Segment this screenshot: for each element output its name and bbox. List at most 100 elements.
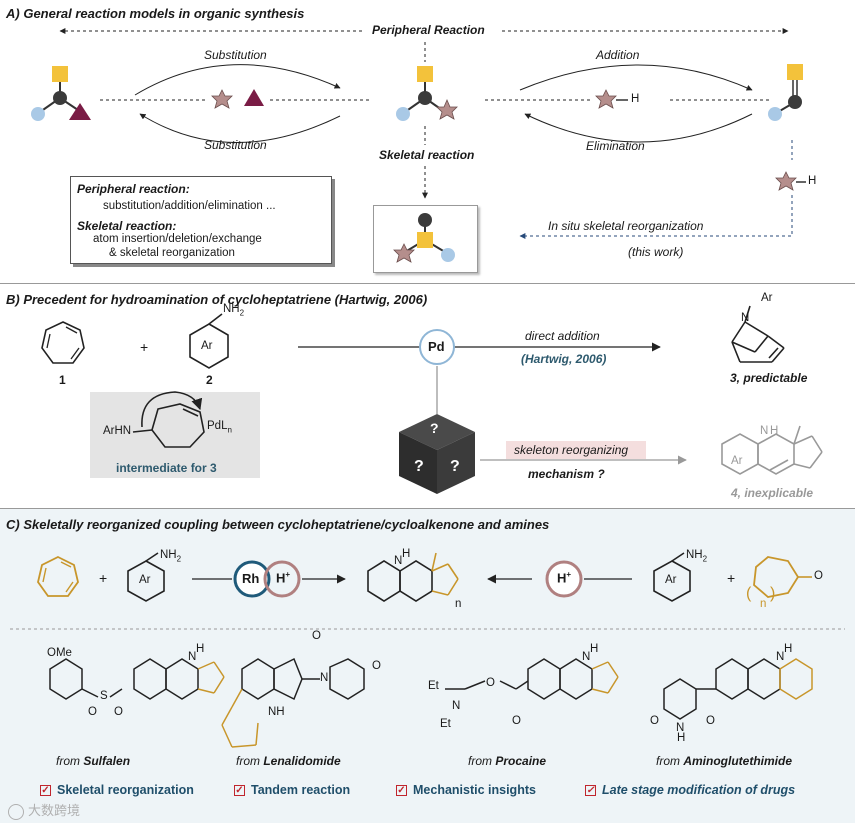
product-4-n: N bbox=[760, 425, 769, 437]
procaine-et1: Et bbox=[428, 680, 439, 692]
plus-sign: + bbox=[727, 570, 736, 586]
benefit-tandem-reaction: ✓Tandem reaction bbox=[234, 783, 351, 797]
aminoglutethimide-structure bbox=[663, 658, 813, 720]
aniline-nh2: NH2 bbox=[223, 303, 245, 318]
amino-n2: N bbox=[776, 651, 785, 663]
procaine-o1: O bbox=[486, 677, 495, 689]
section-a-scheme bbox=[31, 28, 806, 263]
product-3-ar: Ar bbox=[761, 292, 773, 304]
h-plus-catalyst-circle-right bbox=[545, 560, 583, 598]
aniline-nh2-c-right: NH2 bbox=[686, 549, 708, 564]
procaine-o2: O bbox=[512, 715, 521, 727]
box-skeletal-line2: & skeletal reorganization bbox=[109, 247, 235, 259]
cycloalkenone-n: n bbox=[760, 598, 767, 610]
direct-addition-label: direct addition bbox=[525, 329, 600, 343]
drug-label-procaine: from Procaine bbox=[468, 754, 547, 768]
drug-label-lenalidomide: from Lenalidomide bbox=[236, 754, 341, 768]
product-c-h: H bbox=[402, 548, 411, 560]
plus-sign: + bbox=[140, 339, 149, 355]
triangle-icon bbox=[244, 89, 264, 106]
procaine-n: N bbox=[452, 700, 461, 712]
procaine-structure bbox=[445, 658, 619, 700]
box-skeletal-line1: atom insertion/deletion/exchange bbox=[93, 233, 262, 245]
aniline-ar-c-right: Ar bbox=[665, 574, 677, 586]
substitution-arc-top bbox=[134, 64, 341, 96]
addition-arc bbox=[519, 64, 753, 91]
check-icon: ✓ bbox=[234, 785, 245, 797]
plus-sign: + bbox=[99, 570, 108, 586]
benefit-late-stage: ✓Late stage modification of drugs bbox=[585, 783, 796, 797]
h-plus-catalyst-circle bbox=[263, 560, 301, 598]
molecule-left bbox=[31, 66, 91, 121]
in-situ-arrow bbox=[519, 195, 793, 239]
cube-question-mark: ? bbox=[414, 458, 424, 475]
section-b-scheme bbox=[41, 305, 823, 494]
cube-question-mark: ? bbox=[430, 420, 439, 436]
benefit-skeletal-reorganization: ✓Skeletal reorganization bbox=[40, 783, 194, 797]
box-peripheral-text: substitution/addition/elimination ... bbox=[103, 200, 276, 212]
section-a-title: A) General reaction models in organic sy… bbox=[6, 6, 305, 21]
substitution-arc-bottom bbox=[139, 113, 341, 143]
amino-o1: O bbox=[650, 715, 659, 727]
cycloheptatriene-gold bbox=[37, 555, 79, 597]
drug-label-sulfalen: from Sulfalen bbox=[56, 754, 131, 768]
cycloheptatriene-1 bbox=[41, 321, 85, 364]
rh-label: Rh bbox=[242, 571, 260, 586]
cycloalkenone bbox=[753, 556, 800, 598]
paren-open: ( bbox=[746, 585, 752, 602]
product-3-n: N bbox=[741, 312, 750, 324]
sulfalen-o2: O bbox=[114, 706, 123, 718]
reaction-types-box: Peripheral reaction: substitution/additi… bbox=[70, 176, 332, 264]
procaine-h: H bbox=[590, 643, 599, 655]
sulfalen-ome: OMe bbox=[47, 647, 72, 659]
intermediate-arhn: ArHN bbox=[103, 425, 132, 437]
this-work-label: (this work) bbox=[628, 245, 684, 259]
molecule-right bbox=[768, 64, 803, 121]
pd-catalyst-circle bbox=[419, 329, 455, 365]
section-b-title: B) Precedent for hydroamination of cyclo… bbox=[6, 292, 428, 307]
rh-catalyst-circle bbox=[233, 560, 271, 598]
product-3-label: 3, predictable bbox=[730, 371, 808, 385]
section-c-title: C) Skeletally reorganized coupling betwe… bbox=[6, 517, 550, 532]
amino-o2: O bbox=[706, 715, 715, 727]
intermediate-label: intermediate for 3 bbox=[116, 461, 217, 475]
sulfalen-s: S bbox=[100, 690, 108, 702]
h-plus-label-right: H+ bbox=[557, 570, 572, 586]
star-icon bbox=[595, 89, 617, 109]
peripheral-reaction-label: Peripheral Reaction bbox=[372, 23, 485, 37]
skeletal-reaction-label: Skeletal reaction bbox=[379, 148, 475, 162]
cube-question-mark: ? bbox=[450, 458, 460, 475]
lenalidomide-n1: N bbox=[320, 672, 329, 684]
substitution-bottom-label: Substitution bbox=[204, 138, 267, 152]
benefit-mechanistic-insights: ✓Mechanistic insights bbox=[396, 783, 536, 797]
amino-nh: H bbox=[784, 643, 793, 655]
star-icon bbox=[211, 89, 233, 109]
pd-label: Pd bbox=[428, 339, 445, 354]
aniline-nh2-c: NH2 bbox=[160, 549, 182, 564]
sulfalen-o1: O bbox=[88, 706, 97, 718]
h-plus-label: H+ bbox=[276, 570, 291, 586]
drug-label-aminoglutethimide: from Aminoglutethimide bbox=[656, 754, 793, 768]
intermediate-box bbox=[90, 392, 260, 478]
box-peripheral-title: Peripheral reaction: bbox=[77, 182, 190, 196]
check-icon: ✓ bbox=[396, 785, 407, 797]
paren-close: ) bbox=[770, 585, 776, 602]
molecule-center bbox=[396, 66, 458, 121]
h-atom-label: H bbox=[631, 93, 640, 105]
lenalidomide-o1: O bbox=[312, 630, 321, 642]
product-c-n: N bbox=[394, 555, 403, 567]
lenalidomide-structure bbox=[221, 657, 365, 748]
product-3-structure bbox=[731, 305, 785, 363]
watermark-logo-icon bbox=[8, 803, 24, 820]
molecule-product bbox=[393, 213, 455, 263]
skeleton-reorganizing-label: skeleton reorganizing bbox=[514, 443, 629, 457]
box-skeletal-title: Skeletal reaction: bbox=[77, 219, 177, 233]
sulfalen-n: N bbox=[188, 651, 197, 663]
mystery-cube-icon bbox=[399, 414, 475, 494]
cycloalkenone-o: O bbox=[814, 570, 823, 582]
amino-h: H bbox=[677, 732, 686, 744]
hartwig-ref: (Hartwig, 2006) bbox=[521, 352, 607, 366]
check-icon: ✓ bbox=[585, 785, 596, 797]
product-4-ar: Ar bbox=[731, 455, 743, 467]
aniline-ar: Ar bbox=[201, 340, 213, 352]
